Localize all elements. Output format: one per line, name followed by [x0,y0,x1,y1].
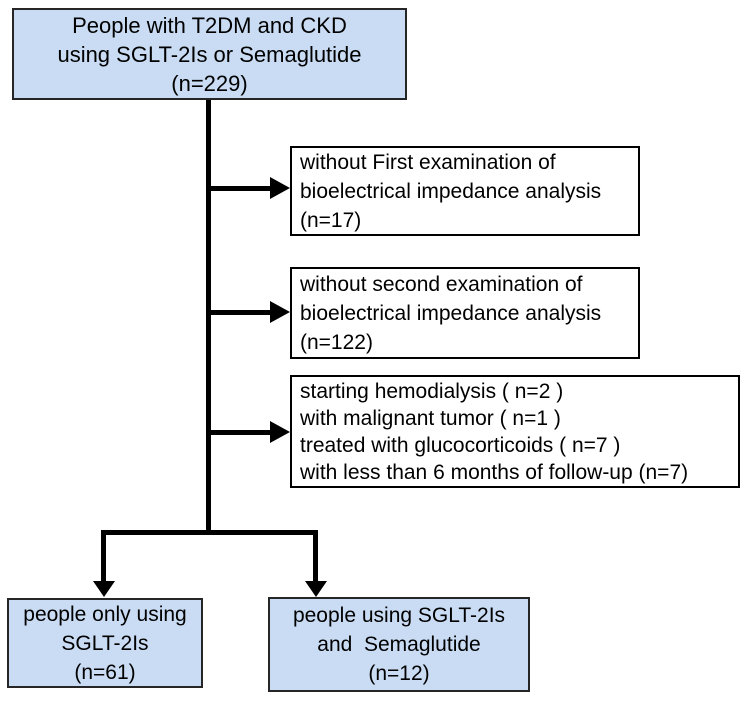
exclusion-box-1: without First examination of bioelectric… [290,146,640,236]
group-box-line: and Semaglutide [317,633,481,656]
group-box-count: (n=61) [74,660,136,684]
arrow-right-icon [270,177,290,199]
connector-drop-right [313,530,318,583]
exclusion-box-1-count: (n=17) [300,208,362,232]
group-box-line: people only using [23,602,187,626]
exclusion-box-3-line: treated with glucocorticoids ( n=7 ) [300,433,621,457]
connector-exclusion-2 [208,310,272,315]
exclusion-box-2-line: bioelectrical impedance analysis [300,301,602,325]
arrow-right-icon [270,301,290,323]
connector-exclusion-3 [208,430,272,435]
connector-exclusion-1 [208,186,272,191]
arrow-down-icon [305,581,327,597]
exclusion-box-3: starting hemodialysis ( n=2 ) with malig… [290,375,740,488]
group-box-count: (n=12) [368,662,430,685]
group-box-line: SGLT-2Is [61,631,149,655]
connector-main-vertical [206,100,211,535]
connector-branch-horizontal [101,530,318,535]
exclusion-box-2-count: (n=122) [300,330,373,354]
exclusion-box-3-line: with less than 6 months of follow-up (n=… [300,460,689,484]
exclusion-box-2-line: without second examination of [300,272,583,296]
exclusion-box-1-line: without First examination of [300,150,556,174]
population-box-line: People with T2DM and CKD [72,12,347,38]
group-box-sglt2i-semaglutide: people using SGLT-2Is and Semaglutide (n… [268,597,530,692]
population-box-line: using SGLT-2Is or Semaglutide [57,41,362,67]
population-box: People with T2DM and CKD using SGLT-2Is … [12,8,407,100]
exclusion-box-2: without second examination of bioelectri… [290,267,640,359]
group-box-line: people using SGLT-2Is [292,604,506,627]
exclusion-box-1-line: bioelectrical impedance analysis [300,179,602,203]
group-box-sglt2i-only: people only using SGLT-2Is (n=61) [7,598,203,688]
connector-drop-left [101,530,106,583]
exclusion-box-3-line: with malignant tumor ( n=1 ) [300,406,561,430]
arrow-down-icon [93,581,115,597]
exclusion-box-3-line: starting hemodialysis ( n=2 ) [300,379,564,403]
arrow-right-icon [270,421,290,443]
population-box-count: (n=229) [171,70,248,96]
